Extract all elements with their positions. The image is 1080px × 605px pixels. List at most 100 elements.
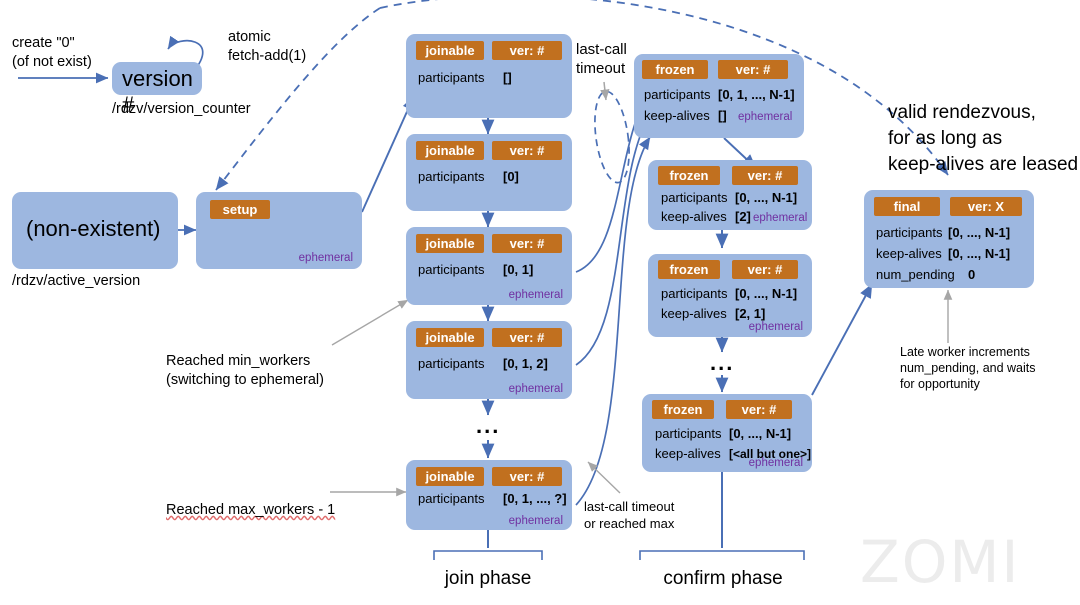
keepalives-value: [<all but one>] bbox=[729, 447, 812, 461]
participants-value: [0, 1, 2] bbox=[503, 356, 548, 371]
participants-label: participants bbox=[661, 190, 728, 205]
keepalives-value: [2, 1] bbox=[735, 306, 766, 321]
participants-value: [0, ..., N-1] bbox=[729, 426, 792, 441]
version-badge: ver: # bbox=[732, 260, 798, 279]
max-workers-annotation: Reached max_workers - 1 bbox=[166, 482, 335, 520]
state-badge: final bbox=[874, 197, 940, 216]
confirm-ellipsis: ... bbox=[710, 350, 735, 375]
keepalives-label: keep-alives bbox=[661, 209, 727, 224]
watermark: ZOMI酱 bbox=[860, 528, 1021, 596]
min-workers-annotation: Reached min_workers (switching to epheme… bbox=[166, 353, 324, 388]
participants-label: participants bbox=[418, 169, 485, 184]
ephemeral-label: ephemeral bbox=[748, 457, 803, 469]
version-badge: ver: # bbox=[718, 60, 788, 79]
atomic-note: atomic fetch-add(1) bbox=[228, 29, 307, 64]
setup-node[interactable]: setup ephemeral bbox=[196, 192, 362, 269]
ephemeral-label: ephemeral bbox=[508, 289, 563, 301]
arrow-lastcall-label bbox=[600, 81, 610, 101]
bracket-join-phase bbox=[433, 550, 543, 560]
last-call-or-max-annotation: last-call timeout or reached max bbox=[584, 499, 675, 531]
version-badge: ver: # bbox=[732, 166, 798, 185]
joinable-node-5[interactable]: joinable ver: # participants [0, 1, ...,… bbox=[406, 460, 572, 530]
dashed-lastcall-ellipse bbox=[594, 90, 630, 184]
participants-value: [0, 1, ..., ?] bbox=[503, 491, 567, 506]
ephemeral-label: ephemeral bbox=[748, 321, 803, 333]
version-counter-node[interactable]: version # bbox=[112, 62, 202, 117]
state-badge: joinable bbox=[416, 328, 484, 347]
version-badge: ver: # bbox=[726, 400, 792, 419]
frozen-node-3[interactable]: frozen ver: # participants [0, ..., N-1]… bbox=[648, 254, 812, 337]
keepalives-label: keep-alives bbox=[655, 446, 721, 461]
participants-label: participants bbox=[655, 426, 722, 441]
join-phase-label: join phase bbox=[444, 568, 532, 589]
final-node[interactable]: final ver: X participants [0, ..., N-1] … bbox=[864, 190, 1034, 288]
joinable-node-3[interactable]: joinable ver: # participants [0, 1] ephe… bbox=[406, 227, 572, 305]
joinable-node-1[interactable]: joinable ver: # participants [] bbox=[406, 34, 572, 118]
state-badge: joinable bbox=[416, 41, 484, 60]
participants-label: participants bbox=[418, 262, 485, 277]
valid-rendezvous-note: valid rendezvous, for as long as keep-al… bbox=[888, 102, 1079, 175]
arrow-lastcall-or-max bbox=[587, 461, 621, 494]
version-badge: ver: # bbox=[492, 467, 562, 486]
bracket-confirm-phase bbox=[639, 550, 805, 560]
max-workers-text: Reached max_workers - 1 bbox=[166, 502, 336, 518]
version-badge: ver: X bbox=[950, 197, 1022, 216]
state-badge: frozen bbox=[658, 260, 720, 279]
state-badge: joinable bbox=[416, 141, 484, 160]
version-counter-label: version # bbox=[122, 66, 193, 117]
participants-value: [0, 1] bbox=[503, 262, 534, 277]
ephemeral-label: ephemeral bbox=[753, 212, 808, 224]
ephemeral-label: ephemeral bbox=[508, 515, 563, 527]
participants-label: participants bbox=[876, 225, 943, 240]
nonexistent-node[interactable]: (non-existent) bbox=[12, 192, 178, 269]
create-note: create "0" (of not exist) bbox=[12, 35, 92, 70]
ephemeral-label: ephemeral bbox=[738, 111, 793, 123]
numpending-value: 0 bbox=[968, 267, 976, 282]
participants-label: participants bbox=[661, 286, 728, 301]
arrow-min-workers bbox=[331, 299, 409, 346]
keepalives-label: keep-alives bbox=[661, 306, 727, 321]
confirm-phase-label: confirm phase bbox=[663, 568, 783, 589]
joinable-node-2[interactable]: joinable ver: # participants [0] bbox=[406, 134, 572, 211]
participants-label: participants bbox=[644, 87, 711, 102]
participants-value: [0, ..., N-1] bbox=[735, 190, 798, 205]
frozen-node-1[interactable]: frozen ver: # participants [0, 1, ..., N… bbox=[634, 54, 804, 138]
participants-value: [0, ..., N-1] bbox=[735, 286, 798, 301]
participants-label: participants bbox=[418, 356, 485, 371]
arrow-frozen-final bbox=[811, 283, 873, 396]
participants-value: [0, 1, ..., N-1] bbox=[718, 87, 795, 102]
setup-ephemeral-label: ephemeral bbox=[298, 252, 353, 264]
ephemeral-label: ephemeral bbox=[508, 383, 563, 395]
last-call-timeout-annotation: last-call timeout bbox=[576, 41, 627, 77]
keepalives-value: [2] bbox=[735, 209, 751, 224]
version-counter-path: /rdzv/version_counter bbox=[112, 101, 251, 117]
frozen-node-2[interactable]: frozen ver: # participants [0, ..., N-1]… bbox=[648, 160, 812, 230]
version-badge: ver: # bbox=[492, 141, 562, 160]
version-badge: ver: # bbox=[492, 41, 562, 60]
setup-badge: setup bbox=[210, 200, 270, 219]
arrow-joinable5-frozen bbox=[575, 136, 651, 506]
participants-value: [] bbox=[503, 70, 512, 85]
participants-label: participants bbox=[418, 70, 485, 85]
state-badge: frozen bbox=[652, 400, 714, 419]
participants-label: participants bbox=[418, 491, 485, 506]
version-badge: ver: # bbox=[492, 234, 562, 253]
participants-value: [0] bbox=[503, 169, 519, 184]
keepalives-value: [] bbox=[718, 108, 727, 123]
keepalives-value: [0, ..., N-1] bbox=[948, 246, 1011, 261]
keepalives-label: keep-alives bbox=[876, 246, 942, 261]
state-badge: frozen bbox=[658, 166, 720, 185]
state-badge: joinable bbox=[416, 234, 484, 253]
state-badge: frozen bbox=[642, 60, 708, 79]
join-ellipsis: ... bbox=[476, 413, 501, 438]
state-badge: joinable bbox=[416, 467, 484, 486]
nonexistent-label: (non-existent) bbox=[26, 216, 161, 241]
active-version-path: /rdzv/active_version bbox=[12, 273, 141, 289]
arrow-joinable4-frozen bbox=[575, 117, 649, 366]
joinable-node-4[interactable]: joinable ver: # participants [0, 1, 2] e… bbox=[406, 321, 572, 399]
frozen-node-4[interactable]: frozen ver: # participants [0, ..., N-1]… bbox=[642, 394, 812, 472]
keepalives-label: keep-alives bbox=[644, 108, 710, 123]
participants-value: [0, ..., N-1] bbox=[948, 225, 1011, 240]
late-worker-note: Late worker increments num_pending, and … bbox=[900, 345, 1036, 391]
